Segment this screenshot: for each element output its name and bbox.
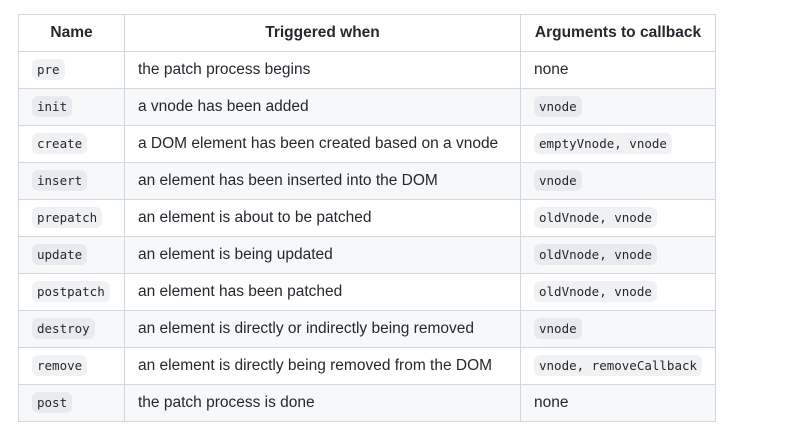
triggered-when-cell: an element is directly or indirectly bei…	[124, 310, 521, 348]
callback-arguments: oldVnode, vnode	[534, 281, 657, 302]
table-row: update an element is being updated oldVnod…	[18, 236, 717, 274]
triggered-when-cell: an element has been patched	[124, 273, 521, 311]
hook-name: prepatch	[32, 207, 103, 228]
hook-name: remove	[32, 355, 88, 376]
arguments-cell: oldVnode, vnode	[519, 199, 717, 237]
table-header: Name Triggered when Arguments to callbac…	[18, 14, 717, 52]
hook-name-cell: pre	[18, 51, 125, 89]
callback-arguments: vnode, removeCallback	[534, 355, 703, 376]
hook-name-cell: prepatch	[18, 199, 125, 237]
hook-name: init	[32, 96, 73, 117]
table-row: destroy an element is directly or indirec…	[18, 310, 717, 348]
header-triggered-when: Triggered when	[124, 14, 521, 52]
hook-name: destroy	[32, 318, 95, 339]
arguments-cell: none	[519, 384, 717, 422]
header-row: Name Triggered when Arguments to callbac…	[18, 14, 717, 52]
callback-arguments: oldVnode, vnode	[534, 207, 657, 228]
arguments-cell: oldVnode, vnode	[519, 236, 717, 274]
hook-name-cell: update	[18, 236, 125, 274]
table-row: init a vnode has been added vnode	[18, 88, 717, 126]
arguments-cell: none	[519, 51, 717, 89]
hook-name-cell: init	[18, 88, 125, 126]
callback-arguments: vnode	[534, 318, 582, 339]
arguments-cell: vnode	[519, 310, 717, 348]
table-row: remove an element is directly being remov…	[18, 347, 717, 385]
hooks-table: Name Triggered when Arguments to callbac…	[18, 14, 717, 422]
triggered-when-cell: the patch process is done	[124, 384, 521, 422]
hook-name: insert	[32, 170, 88, 191]
triggered-when-cell: a DOM element has been created based on …	[124, 125, 521, 163]
triggered-when-cell: a vnode has been added	[124, 88, 521, 126]
callback-arguments: emptyVnode, vnode	[534, 133, 672, 154]
triggered-when-cell: the patch process begins	[124, 51, 521, 89]
arguments-cell: emptyVnode, vnode	[519, 125, 717, 163]
callback-arguments: oldVnode, vnode	[534, 244, 657, 265]
arguments-cell: vnode	[519, 162, 717, 200]
arguments-cell: oldVnode, vnode	[519, 273, 717, 311]
triggered-when-cell: an element is directly being removed fro…	[124, 347, 521, 385]
hook-name: create	[32, 133, 88, 154]
arguments-cell: vnode	[519, 88, 717, 126]
table-row: insert an element has been inserted into …	[18, 162, 717, 200]
hook-name-cell: insert	[18, 162, 125, 200]
hook-name-cell: postpatch	[18, 273, 125, 311]
table-row: postpatch an element has been patched oldV…	[18, 273, 717, 311]
hook-name: postpatch	[32, 281, 110, 302]
hook-name: update	[32, 244, 88, 265]
table-row: prepatch an element is about to be patche…	[18, 199, 717, 237]
hook-name: post	[32, 392, 73, 413]
triggered-when-cell: an element is about to be patched	[124, 199, 521, 237]
arguments-cell: vnode, removeCallback	[519, 347, 717, 385]
table-row: create a DOM element has been created bas…	[18, 125, 717, 163]
triggered-when-cell: an element is being updated	[124, 236, 521, 274]
triggered-when-cell: an element has been inserted into the DO…	[124, 162, 521, 200]
hook-name-cell: post	[18, 384, 125, 422]
hook-name: pre	[32, 59, 65, 80]
header-name: Name	[18, 14, 125, 52]
hook-name-cell: create	[18, 125, 125, 163]
callback-arguments: vnode	[534, 170, 582, 191]
hook-name-cell: remove	[18, 347, 125, 385]
hook-name-cell: destroy	[18, 310, 125, 348]
header-arguments: Arguments to callback	[519, 14, 717, 52]
callback-arguments: vnode	[534, 96, 582, 117]
